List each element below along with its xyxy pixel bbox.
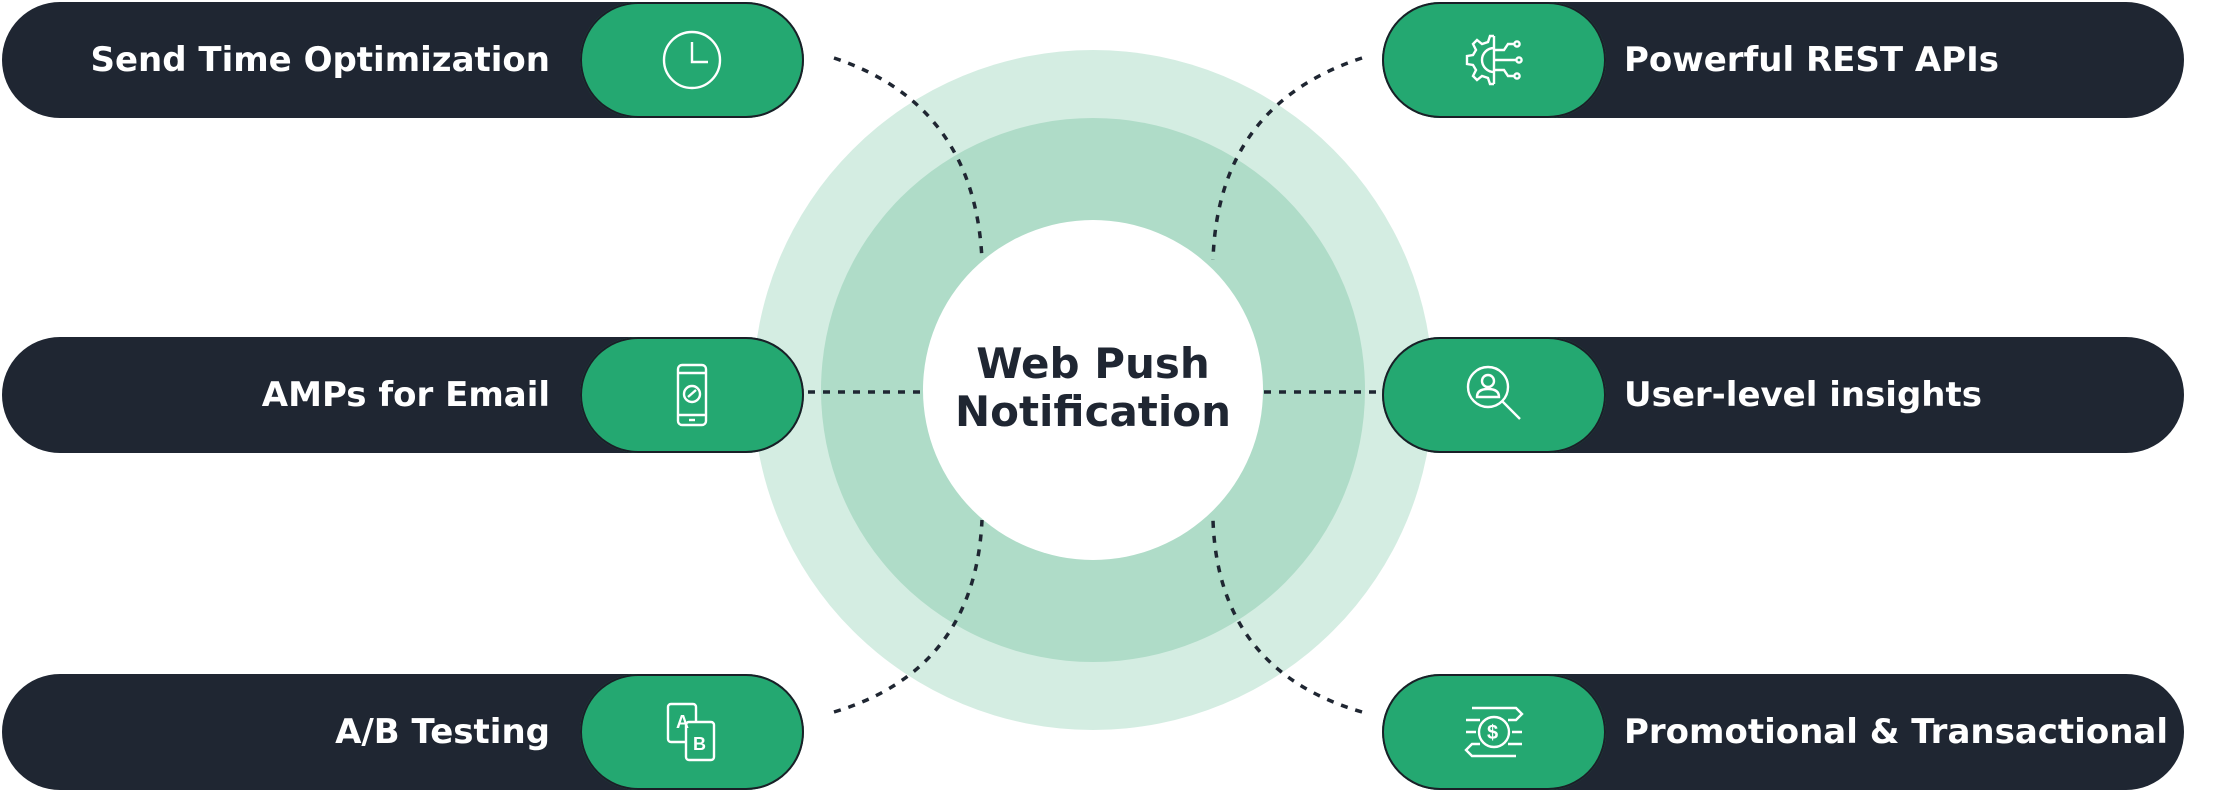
dollar-coin-icon: $ <box>1464 706 1524 758</box>
feature-amps-for-email: AMPs for Email <box>2 337 804 453</box>
feature-badge <box>580 2 804 118</box>
center-title: Web Push Notification <box>943 340 1243 436</box>
feature-label: Powerful REST APIs <box>1624 40 2000 80</box>
feature-label: A/B Testing <box>335 712 550 752</box>
connector-send-time <box>833 56 984 261</box>
feature-promotional-transactional: $ Promotional & Transactional <box>1382 674 2184 790</box>
feature-badge <box>1382 2 1606 118</box>
center-title-line1: Web Push <box>976 339 1210 388</box>
feature-powerful-rest-apis: Powerful REST APIs <box>1382 2 2184 118</box>
feature-badge <box>580 337 804 453</box>
feature-badge: $ <box>1382 674 1606 790</box>
connector-promotional <box>1211 519 1363 714</box>
ab-cards-icon: A B <box>666 702 716 762</box>
connector-ab-testing <box>833 519 984 714</box>
mobile-phone-icon <box>676 363 708 427</box>
feature-send-time-optimization: Send Time Optimization <box>2 2 804 118</box>
feature-label: Send Time Optimization <box>90 40 550 80</box>
feature-label: Promotional & Transactional <box>1624 712 2168 752</box>
center-circle <box>923 220 1263 560</box>
gear-circuit-icon <box>1465 34 1523 86</box>
clock-icon <box>662 30 722 90</box>
feature-label: User-level insights <box>1624 375 1982 415</box>
feature-badge <box>1382 337 1606 453</box>
feature-ab-testing: A/B Testing A B <box>2 674 804 790</box>
user-search-icon <box>1466 365 1521 420</box>
feature-badge: A B <box>580 674 804 790</box>
svg-text:A: A <box>676 712 689 732</box>
feature-user-level-insights: User-level insights <box>1382 337 2184 453</box>
svg-text:$: $ <box>1487 722 1498 744</box>
center-title-line2: Notification <box>954 387 1232 436</box>
feature-label: AMPs for Email <box>261 375 550 415</box>
svg-text:B: B <box>693 734 706 754</box>
